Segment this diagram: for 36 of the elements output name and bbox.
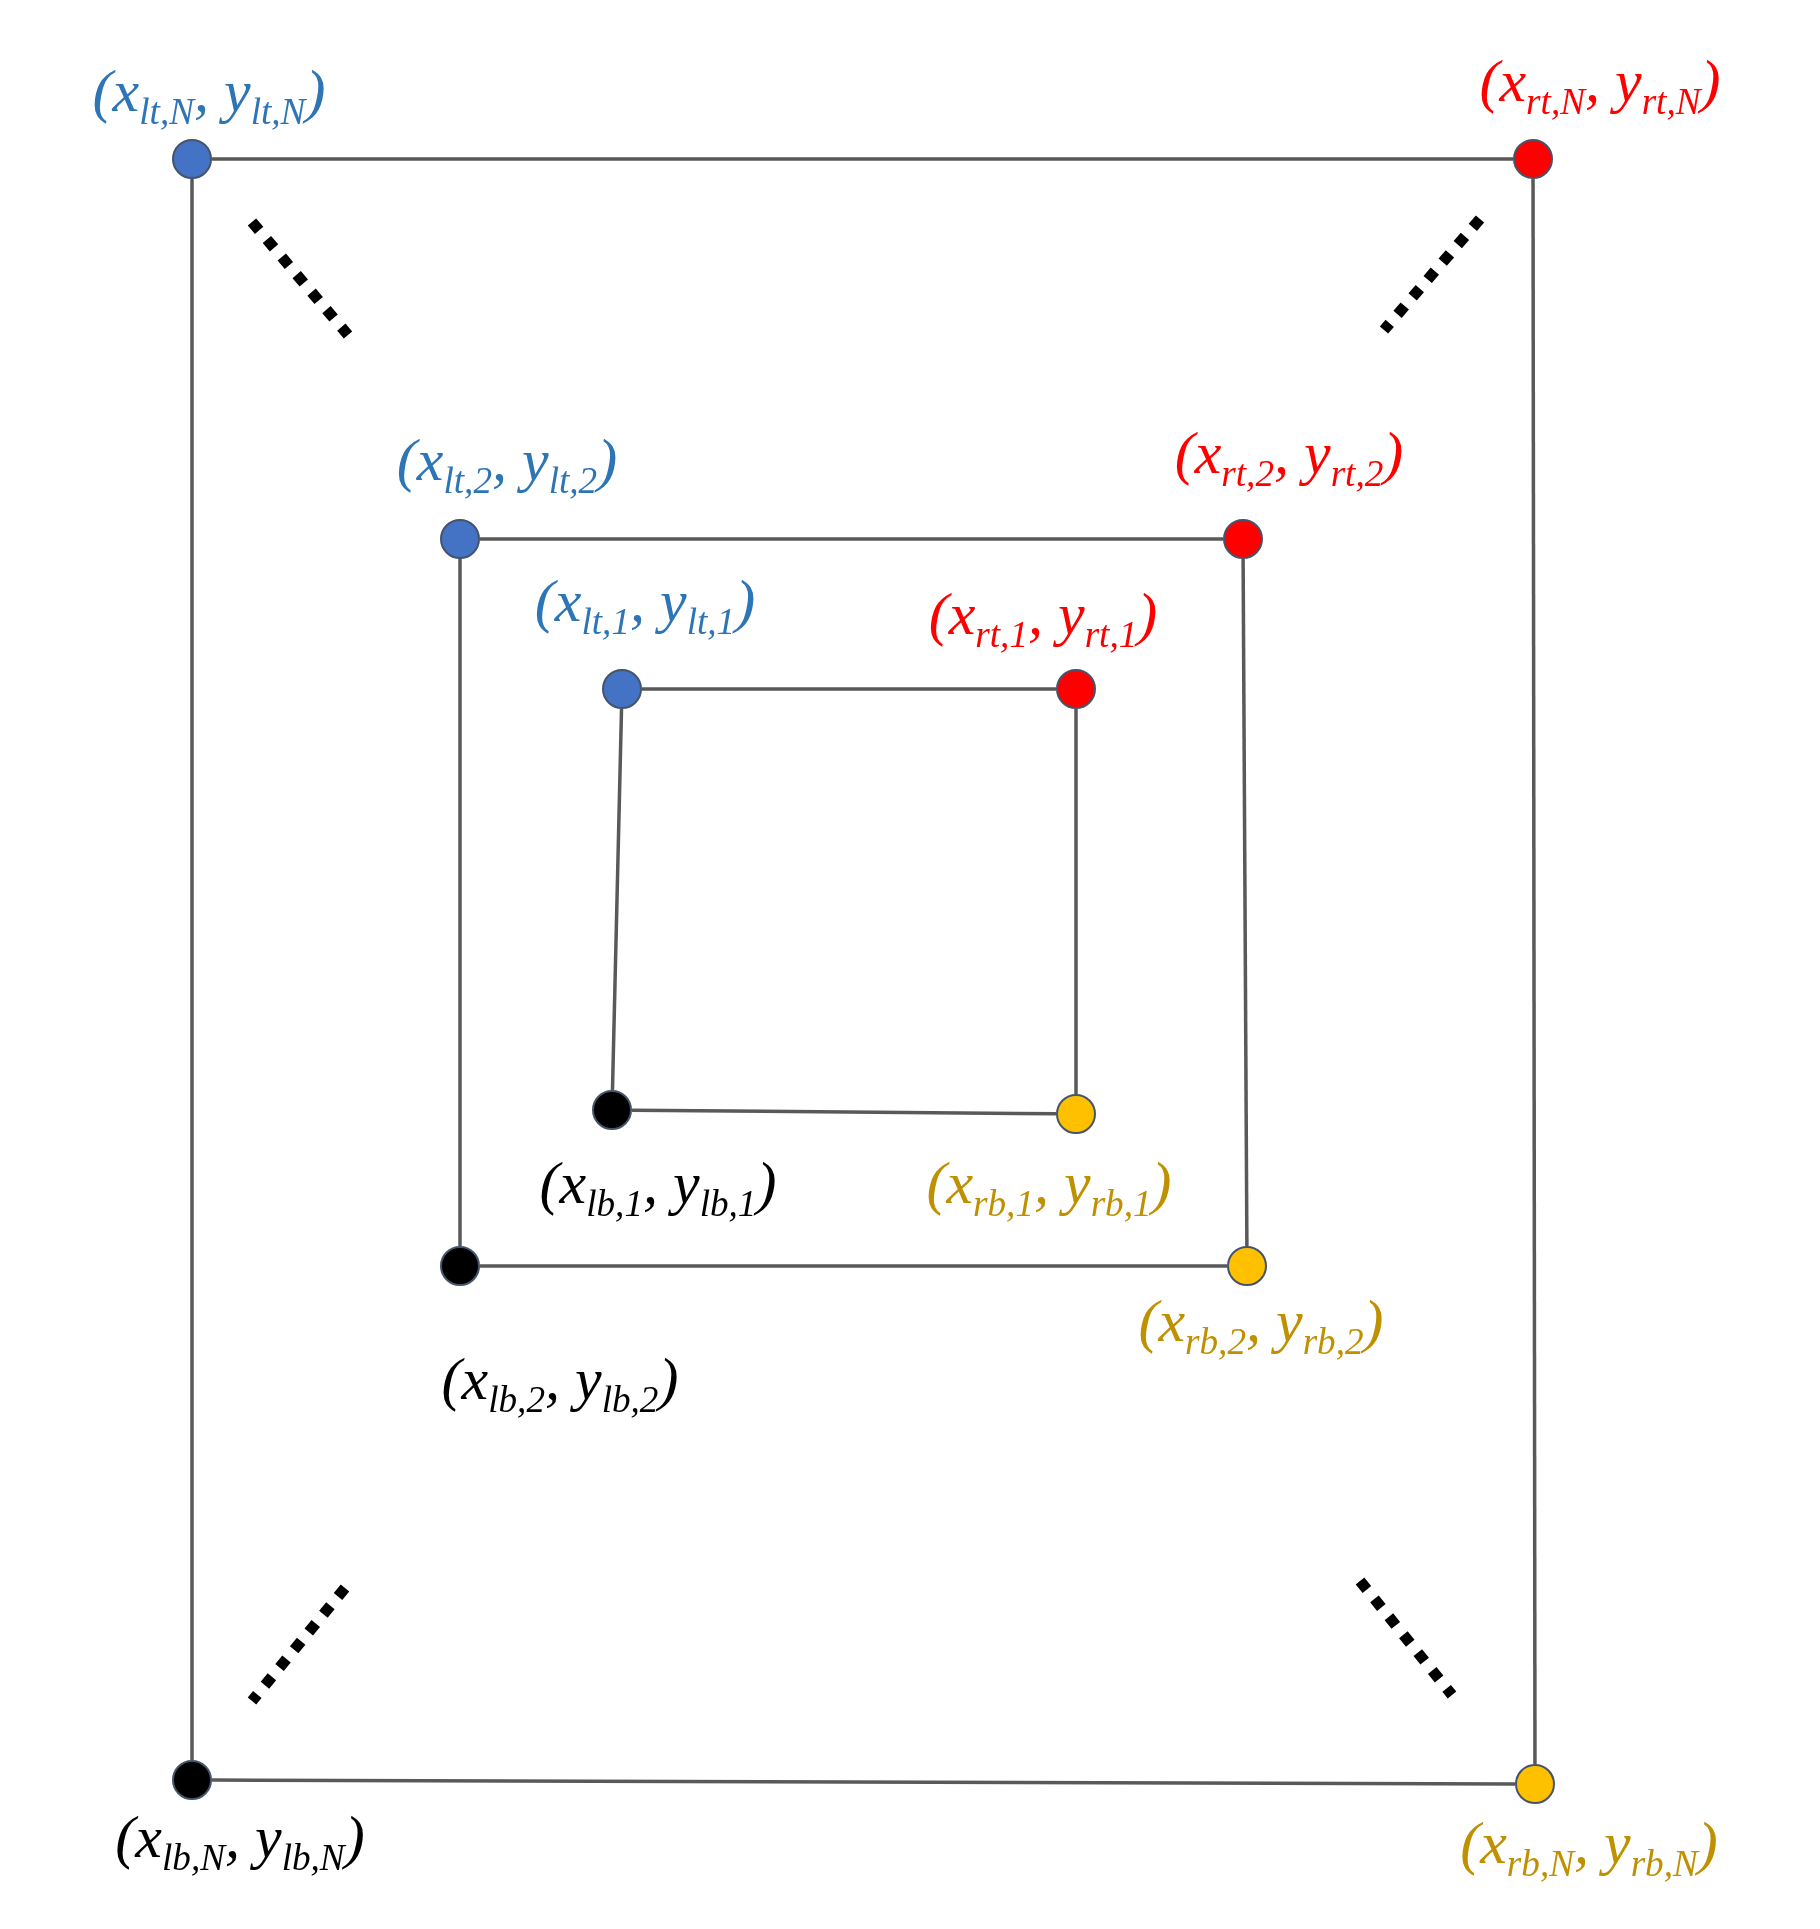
connecting-line	[1241, 559, 1249, 1246]
connecting-line	[212, 157, 1513, 161]
coordinate-label: (x$_{rt,1}$, y$_{rt,1}$)	[928, 584, 1158, 654]
connecting-line	[1531, 179, 1537, 1764]
corner-dot	[172, 1760, 212, 1800]
connecting-line	[642, 687, 1056, 691]
corner-dot	[1227, 1246, 1267, 1286]
corner-dot	[1515, 1764, 1555, 1804]
connecting-line	[632, 1108, 1056, 1116]
connecting-line	[212, 1778, 1515, 1786]
corner-dot	[440, 1246, 480, 1286]
coordinate-label: (x$_{lb,2}$, y$_{lb,2}$)	[441, 1349, 679, 1419]
connecting-line	[458, 559, 462, 1246]
coordinate-label: (x$_{lb,1}$, y$_{lb,1}$)	[539, 1153, 777, 1223]
coordinate-label: (x$_{rt,2}$, y$_{rt,2}$)	[1174, 423, 1404, 493]
corner-dot	[1513, 139, 1553, 179]
corner-dot	[602, 669, 642, 709]
corner-dot	[440, 519, 480, 559]
corner-dot	[1056, 1094, 1096, 1134]
coordinate-label: (x$_{lt,2}$, y$_{lt,2}$)	[396, 430, 618, 500]
connecting-line	[480, 537, 1223, 541]
coordinate-label: (x$_{rb,1}$, y$_{rb,1}$)	[926, 1153, 1172, 1223]
connecting-line	[610, 708, 624, 1091]
coordinate-label: (x$_{rb,N}$, y$_{rb,N}$)	[1460, 1813, 1718, 1883]
connecting-line	[190, 179, 194, 1760]
coordinate-label: (x$_{lb,N}$, y$_{lb,N}$)	[115, 1807, 365, 1877]
coordinate-label: (x$_{rt,N}$, y$_{rt,N}$)	[1479, 51, 1721, 121]
corner-dot	[172, 139, 212, 179]
coordinate-label: (x$_{lt,1}$, y$_{lt,1}$)	[534, 571, 756, 641]
corner-dot	[1056, 669, 1096, 709]
connecting-line	[1074, 709, 1078, 1094]
corner-dot	[1223, 519, 1263, 559]
coordinate-label: (x$_{lt,N}$, y$_{lt,N}$)	[92, 61, 326, 131]
corner-dot	[592, 1090, 632, 1130]
coordinate-label: (x$_{rb,2}$, y$_{rb,2}$)	[1138, 1291, 1384, 1361]
connecting-line	[480, 1264, 1227, 1268]
